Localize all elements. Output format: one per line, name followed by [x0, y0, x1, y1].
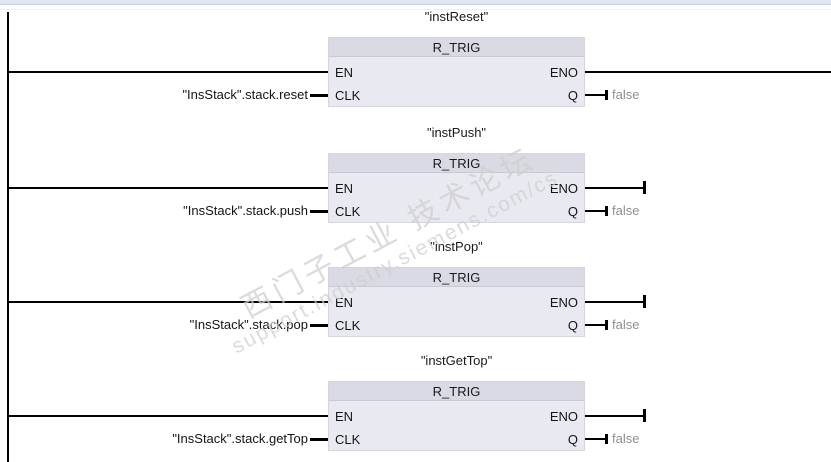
block-type-header: R_TRIG [329, 268, 584, 287]
pin-eno[interactable]: ENO [549, 409, 578, 424]
clk-operand[interactable]: "InsStack".stack.reset [182, 87, 308, 102]
block-instance-name[interactable]: "instReset" [424, 9, 489, 24]
pin-q[interactable]: Q [567, 88, 578, 103]
pin-en[interactable]: EN [335, 65, 354, 80]
clk-operand[interactable]: "InsStack".stack.pop [189, 317, 308, 332]
clk-operand[interactable]: "InsStack".stack.getTop [172, 431, 308, 446]
rtrig-block[interactable]: R_TRIG EN CLK ENO Q [328, 267, 585, 337]
block-type-header: R_TRIG [329, 154, 584, 173]
pin-eno[interactable]: ENO [549, 181, 578, 196]
q-wire [585, 324, 605, 326]
q-monitor-value: false [612, 87, 640, 102]
pin-clk[interactable]: CLK [335, 88, 361, 103]
en-wire [8, 301, 328, 303]
block-instance-name[interactable]: "instGetTop" [420, 353, 493, 368]
pin-en[interactable]: EN [335, 409, 354, 424]
pin-en[interactable]: EN [335, 181, 354, 196]
clk-operand[interactable]: "InsStack".stack.push [183, 203, 308, 218]
editor-top-strip-shadow [0, 9, 831, 10]
q-wire [585, 438, 605, 440]
fbd-network: "instPush" "InsStack".stack.push R_TRIG … [0, 120, 831, 232]
q-monitor-value: false [612, 203, 640, 218]
eno-wire [585, 71, 831, 73]
rtrig-block[interactable]: R_TRIG EN CLK ENO Q [328, 37, 585, 107]
pin-q[interactable]: Q [567, 432, 578, 447]
rtrig-block[interactable]: R_TRIG EN CLK ENO Q [328, 381, 585, 451]
eno-terminal-tick [643, 181, 646, 194]
pin-clk[interactable]: CLK [335, 204, 361, 219]
fbd-network: "instPop" "InsStack".stack.pop R_TRIG EN… [0, 234, 831, 346]
clk-operand-stub [310, 94, 328, 97]
eno-wire [585, 301, 643, 303]
power-rail [7, 12, 9, 462]
en-wire [8, 415, 328, 417]
en-wire [8, 187, 328, 189]
pin-q[interactable]: Q [567, 318, 578, 333]
pin-clk[interactable]: CLK [335, 318, 361, 333]
clk-operand-stub [310, 324, 328, 327]
q-wire [585, 94, 605, 96]
eno-wire [585, 415, 643, 417]
en-wire [8, 71, 328, 73]
clk-operand-stub [310, 438, 328, 441]
rtrig-block[interactable]: R_TRIG EN CLK ENO Q [328, 153, 585, 223]
pin-q[interactable]: Q [567, 204, 578, 219]
q-terminal-tick [605, 90, 608, 100]
eno-terminal-tick [643, 295, 646, 308]
q-monitor-value: false [612, 431, 640, 446]
fbd-network: "instReset" "InsStack".stack.reset R_TRI… [0, 4, 831, 116]
clk-operand-stub [310, 210, 328, 213]
block-type-header: R_TRIG [329, 382, 584, 401]
block-instance-name[interactable]: "instPop" [430, 239, 483, 254]
block-type-header: R_TRIG [329, 38, 584, 57]
pin-en[interactable]: EN [335, 295, 354, 310]
q-monitor-value: false [612, 317, 640, 332]
editor-top-strip [0, 0, 831, 5]
pin-clk[interactable]: CLK [335, 432, 361, 447]
q-wire [585, 210, 605, 212]
block-instance-name[interactable]: "instPush" [426, 125, 487, 140]
q-terminal-tick [605, 206, 608, 216]
eno-terminal-tick [643, 409, 646, 422]
fbd-network: "instGetTop" "InsStack".stack.getTop R_T… [0, 348, 831, 460]
q-terminal-tick [605, 434, 608, 444]
q-terminal-tick [605, 320, 608, 330]
pin-eno[interactable]: ENO [549, 295, 578, 310]
eno-wire [585, 187, 643, 189]
pin-eno[interactable]: ENO [549, 65, 578, 80]
